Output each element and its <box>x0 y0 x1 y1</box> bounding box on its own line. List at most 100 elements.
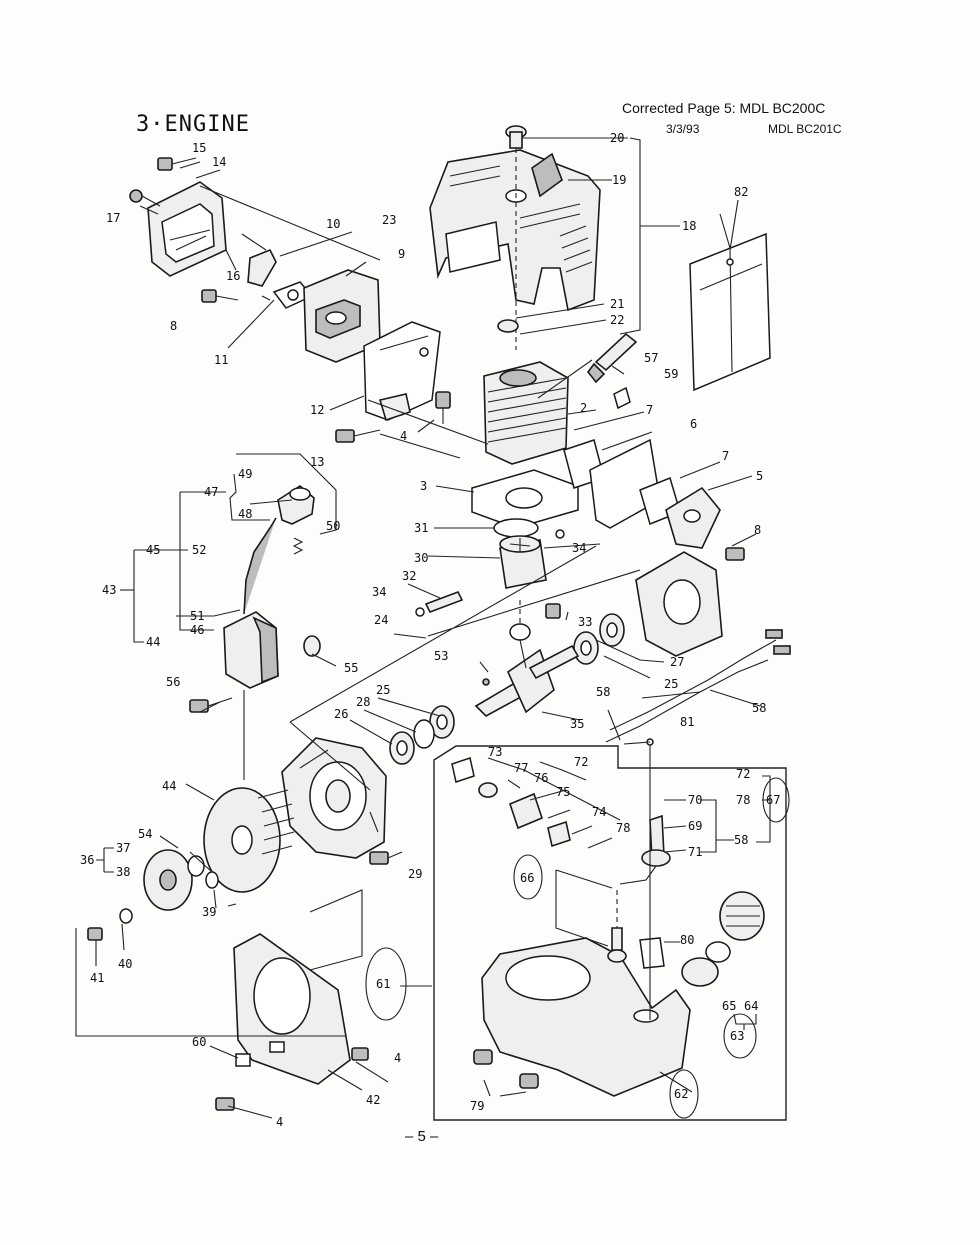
callout-50: 50 <box>326 519 340 533</box>
callout-72-box: 72 <box>574 755 588 769</box>
callout-7-lower: 7 <box>722 449 729 463</box>
callout-52: 52 <box>192 543 206 557</box>
callout-80: 80 <box>680 933 694 947</box>
callout-30: 30 <box>414 551 428 565</box>
callout-25-right: 25 <box>664 677 678 691</box>
gasket-part-65 <box>705 941 731 963</box>
callout-58-right: 58 <box>752 701 766 715</box>
bolt-part-29 <box>369 851 403 865</box>
callout-44-coil: 44 <box>146 635 160 649</box>
callout-65: 65 <box>722 999 736 1013</box>
key-part-53 <box>482 678 490 686</box>
crankcase-right-part <box>635 551 723 657</box>
callout-75: 75 <box>556 785 570 799</box>
callout-41: 41 <box>90 971 104 985</box>
crankshaft-part <box>474 623 580 717</box>
spark-wire-part <box>243 517 277 615</box>
clip-part-34b <box>555 529 565 539</box>
callout-8-lower: 8 <box>754 523 761 537</box>
needle-bearing-part-33 <box>545 603 561 619</box>
ring-part-31 <box>493 518 539 538</box>
muffler-body-part <box>303 269 381 363</box>
spark-plug-part-57 <box>586 332 638 384</box>
bolt-part-4c <box>215 1097 235 1111</box>
callout-40: 40 <box>118 957 132 971</box>
bolt-part-13 <box>335 429 381 443</box>
bracket-part-10 <box>247 248 277 287</box>
callout-54: 54 <box>138 827 152 841</box>
callout-31: 31 <box>414 521 428 535</box>
bolt-part-41 <box>87 927 103 941</box>
callout-66: 66 <box>520 871 534 885</box>
callout-15: 15 <box>192 141 206 155</box>
callout-19: 19 <box>612 173 626 187</box>
screw-part-15 <box>157 157 197 171</box>
callout-22: 22 <box>610 313 624 327</box>
bearing-part-25b <box>573 631 599 665</box>
plate-part-6 <box>589 438 661 529</box>
callout-78-line: 78 <box>616 821 630 835</box>
callout-25-left: 25 <box>376 683 390 697</box>
revision-date: 3/3/93 <box>666 122 700 136</box>
corrected-page-label: Corrected Page 5: MDL BC200C <box>622 100 826 116</box>
callout-11: 11 <box>214 353 228 367</box>
bearing-part-27 <box>599 613 625 647</box>
primer-part-73 <box>451 757 475 783</box>
callout-57: 57 <box>644 351 658 365</box>
callout-37: 37 <box>116 841 130 855</box>
callout-51: 51 <box>190 609 204 623</box>
page-number: – 5 – <box>405 1128 439 1145</box>
bolt-part-56 <box>189 697 233 713</box>
callout-81: 81 <box>680 715 694 729</box>
ignition-coil-part <box>223 611 279 689</box>
callout-17: 17 <box>106 211 120 225</box>
screw-part-17 <box>129 189 161 207</box>
callout-5: 5 <box>756 469 763 483</box>
callout-55: 55 <box>344 661 358 675</box>
clip-part-60 <box>235 1053 251 1067</box>
callout-4-bracket: 4 <box>400 429 407 443</box>
callout-82: 82 <box>734 185 748 199</box>
callout-78-right: 78 <box>736 793 750 807</box>
fuel-line-part-69 <box>619 814 671 885</box>
callout-20: 20 <box>610 131 624 145</box>
spacer-part-55 <box>303 635 321 657</box>
callout-8-upper: 8 <box>170 319 177 333</box>
fuel-tank-part <box>481 937 719 1097</box>
callout-77: 77 <box>514 761 528 775</box>
callout-29: 29 <box>408 867 422 881</box>
callout-46: 46 <box>190 623 204 637</box>
callout-14: 14 <box>212 155 226 169</box>
label-plate-part <box>689 232 771 392</box>
callout-71: 71 <box>688 845 702 859</box>
bolt-part-8a <box>201 289 239 303</box>
clutch-part <box>143 849 193 911</box>
callout-61: 61 <box>376 977 390 991</box>
bolt-part-4a <box>435 391 451 424</box>
fitting-part-75 <box>509 792 543 830</box>
grommet-part-80 <box>639 937 665 969</box>
fitting-part-77 <box>478 782 498 798</box>
callout-35-crank: 35 <box>570 717 584 731</box>
callout-47: 47 <box>204 485 218 499</box>
callout-18: 18 <box>682 219 696 233</box>
grommet-part-21 <box>497 319 519 333</box>
bumper-part-79a <box>473 1049 493 1065</box>
callout-27: 27 <box>670 655 684 669</box>
callout-9: 9 <box>398 247 405 261</box>
callout-70: 70 <box>688 793 702 807</box>
pin-part-32 <box>424 590 464 614</box>
callout-36: 36 <box>80 853 94 867</box>
callout-6: 6 <box>690 417 697 431</box>
callout-26: 26 <box>334 707 348 721</box>
callout-74: 74 <box>592 805 606 819</box>
fitting-part-74 <box>547 820 571 848</box>
callout-13: 13 <box>310 455 324 469</box>
callout-48: 48 <box>238 507 252 521</box>
callout-24: 24 <box>374 613 388 627</box>
filter-part-66 <box>607 890 627 963</box>
callout-34-right: 34 <box>572 541 586 555</box>
callout-23: 23 <box>382 213 396 227</box>
callout-49: 49 <box>238 467 252 481</box>
callout-32: 32 <box>402 569 416 583</box>
